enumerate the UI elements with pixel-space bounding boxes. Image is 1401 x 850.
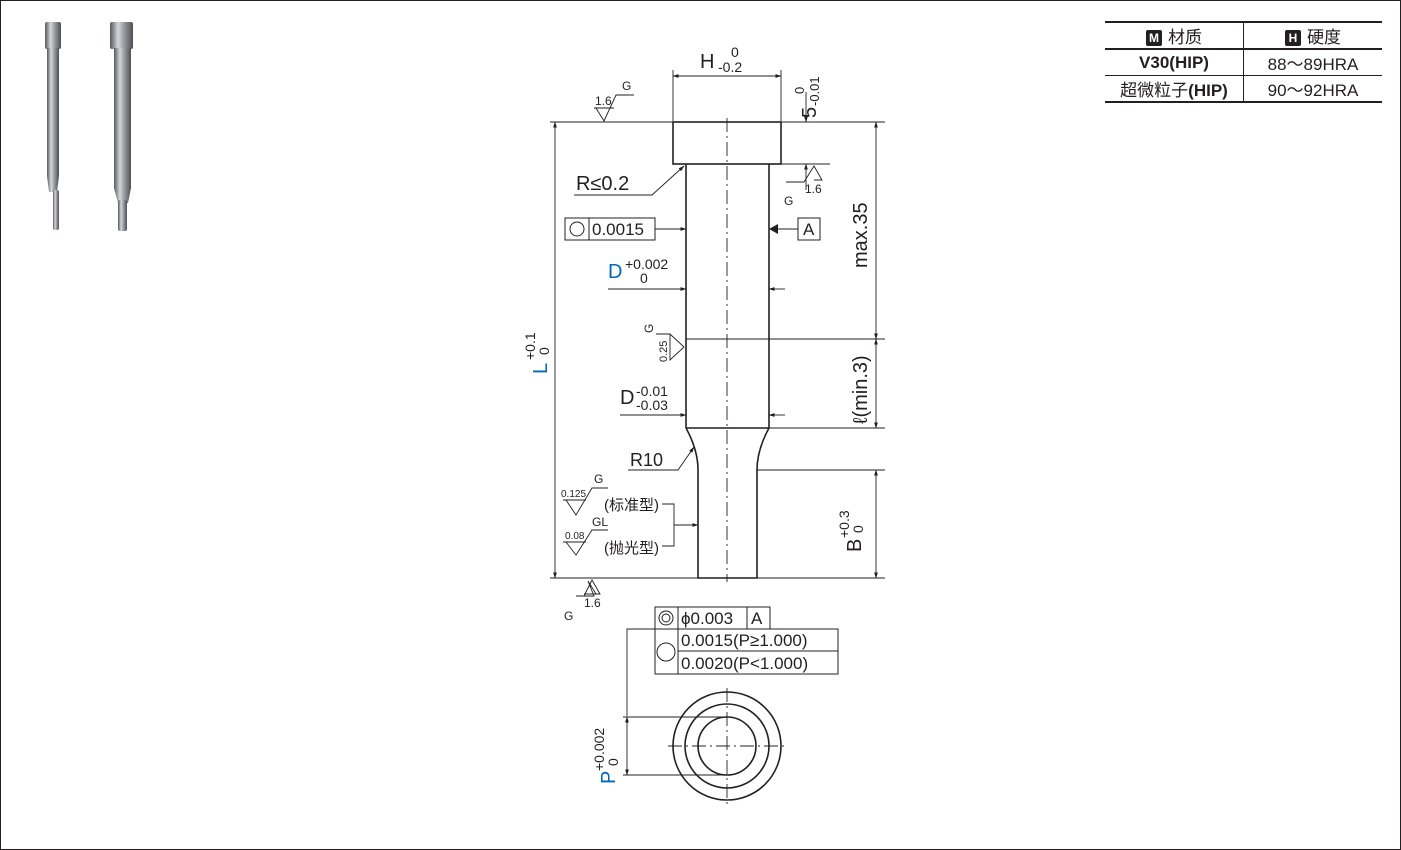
svg-text:0: 0 — [605, 758, 621, 766]
svg-text:0: 0 — [850, 525, 866, 533]
svg-text:5: 5 — [799, 107, 821, 118]
svg-text:L: L — [530, 363, 552, 374]
svg-text:+0.002: +0.002 — [591, 728, 607, 771]
datum-A: A — [769, 217, 821, 241]
svg-text:0: 0 — [792, 87, 807, 94]
svg-text:P: P — [598, 771, 620, 784]
svg-text:G: G — [564, 609, 573, 623]
svg-text:1.6: 1.6 — [595, 94, 612, 108]
svg-text:-0.2: -0.2 — [718, 59, 742, 75]
svg-text:1.6: 1.6 — [805, 182, 822, 196]
dim-head: 5 0 -0.01 — [792, 76, 822, 190]
svg-text:+0.002: +0.002 — [625, 256, 668, 272]
radius-head-label: R≤0.2 — [574, 165, 685, 196]
svg-text:0.125: 0.125 — [561, 489, 586, 500]
table-row: V30(HIP) 88～89HRA — [1105, 49, 1382, 76]
dim-land: ℓ(min.3) — [850, 338, 878, 429]
svg-text:0.0015(P≥1.000): 0.0015(P≥1.000) — [681, 631, 808, 650]
svg-text:G: G — [594, 472, 603, 486]
svg-text:D: D — [608, 261, 622, 283]
svg-text:H: H — [700, 51, 714, 73]
svg-text:GL: GL — [592, 515, 608, 529]
svg-text:-0.03: -0.03 — [636, 397, 668, 413]
pin-photo-2 — [110, 22, 133, 231]
hardness-badge-icon: H — [1285, 30, 1301, 46]
end-view — [623, 688, 786, 804]
svg-text:0.0020(P<1.000): 0.0020(P<1.000) — [681, 654, 808, 673]
pin-photo-1 — [45, 22, 61, 230]
svg-text:+0.1: +0.1 — [522, 332, 538, 360]
svg-text:ϕ0.003: ϕ0.003 — [681, 609, 733, 628]
svg-text:1.6: 1.6 — [584, 596, 601, 610]
dim-B: B +0.3 0 — [836, 469, 878, 579]
svg-text:G: G — [642, 324, 656, 333]
svg-text:+0.3: +0.3 — [836, 510, 852, 538]
table-row: 超微粒子(HIP) 90～92HRA — [1105, 75, 1382, 103]
svg-text:max.35: max.35 — [850, 202, 872, 268]
dim-D-upper: D +0.002 0 — [608, 256, 785, 291]
svg-text:0.08: 0.08 — [565, 531, 585, 542]
svg-text:0.25: 0.25 — [658, 341, 670, 362]
extension-lines — [550, 70, 885, 579]
svg-text:R10: R10 — [630, 450, 663, 470]
material-cell: V30(HIP) — [1105, 49, 1244, 76]
roughness-mid: 0.25 G — [642, 324, 685, 362]
hardness-cell: 88～89HRA — [1243, 49, 1382, 76]
svg-text:A: A — [803, 220, 815, 239]
svg-text:0: 0 — [640, 270, 648, 286]
svg-text:0: 0 — [536, 347, 552, 355]
dim-L: L +0.1 0 — [522, 121, 557, 579]
material-cell: 超微粒子(HIP) — [1105, 75, 1244, 103]
svg-text:D: D — [620, 387, 634, 409]
svg-text:A: A — [751, 609, 763, 628]
svg-text:R≤0.2: R≤0.2 — [576, 173, 629, 195]
dim-max35: max.35 — [850, 121, 878, 340]
roughness-head-top: 1.6 G — [594, 79, 634, 122]
hardness-cell: 90～92HRA — [1243, 75, 1382, 103]
svg-text:G: G — [622, 79, 631, 93]
svg-text:-0.01: -0.01 — [636, 383, 668, 399]
svg-text:-0.01: -0.01 — [807, 76, 822, 106]
dim-H: H 0 -0.2 — [672, 44, 782, 78]
material-badge-icon: M — [1146, 30, 1162, 46]
dim-D-lower: D -0.01 -0.03 — [620, 383, 785, 417]
svg-text:0.0015: 0.0015 — [592, 220, 644, 239]
circularity-frame: 0.0015 — [564, 217, 687, 241]
roughness-head-under: 1.6 G — [784, 165, 823, 208]
tip-tolerance-frames: ϕ0.003 A 0.0015(P≥1.000) 0.0020(P<1.000) — [626, 606, 839, 716]
roughness-bottom: 1.6 G — [564, 579, 601, 623]
roughness-tip: 0.125 G (标准型) 0.08 GL (抛光型) — [561, 472, 699, 557]
svg-text:(标准型): (标准型) — [604, 497, 659, 514]
svg-text:0: 0 — [731, 44, 739, 60]
svg-text:(抛光型): (抛光型) — [604, 540, 659, 557]
svg-text:ℓ(min.3): ℓ(min.3) — [850, 355, 872, 424]
svg-text:B: B — [844, 539, 866, 552]
radius-tip-label: R10 — [628, 446, 695, 471]
svg-text:G: G — [784, 194, 793, 208]
dim-P: P +0.002 0 — [591, 716, 629, 784]
